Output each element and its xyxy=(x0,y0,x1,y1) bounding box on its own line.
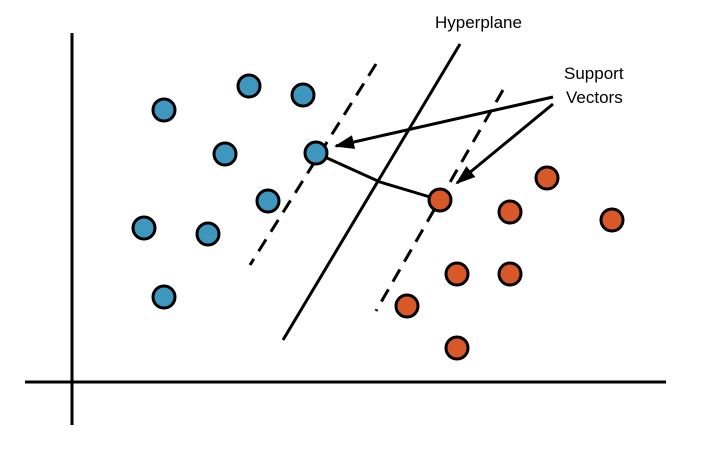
data-point-blue xyxy=(290,82,316,108)
data-point-orange xyxy=(534,165,560,191)
data-points xyxy=(131,73,625,361)
data-point-blue xyxy=(195,221,221,247)
data-point-blue xyxy=(212,141,238,167)
data-point-blue xyxy=(151,97,177,123)
data-point-orange xyxy=(444,261,470,287)
support-vectors-label-line1: Support xyxy=(564,64,624,83)
data-point-blue xyxy=(236,73,262,99)
hyperplane-label: Hyperplane xyxy=(435,13,522,32)
support-vector-point-orange xyxy=(427,187,453,213)
data-point-orange xyxy=(497,261,523,287)
data-point-blue xyxy=(255,188,281,214)
data-point-orange xyxy=(599,207,625,233)
support-vector-point-blue xyxy=(303,140,329,166)
data-point-orange xyxy=(394,293,420,319)
data-point-blue xyxy=(131,215,157,241)
data-point-blue xyxy=(151,284,177,310)
hyperplane-line xyxy=(281,43,462,341)
support-vectors-label-line2: Vectors xyxy=(566,88,623,107)
data-point-orange xyxy=(444,335,470,361)
support-arrow-to-blue xyxy=(334,95,554,149)
support-arrow-to-orange xyxy=(455,102,554,185)
data-point-orange xyxy=(497,199,523,225)
margin-connector xyxy=(315,151,441,202)
